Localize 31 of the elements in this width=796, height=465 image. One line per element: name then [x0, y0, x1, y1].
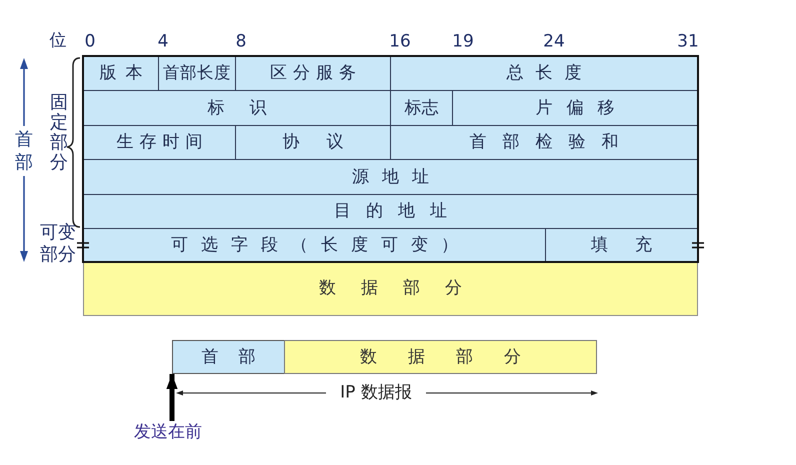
- header-box: 首部: [172, 340, 285, 374]
- side-label: 可变部分: [39, 222, 77, 266]
- bit-number: 16: [389, 34, 411, 50]
- bit-number: 31: [677, 34, 699, 50]
- field-box: 可选字段（长度可变）: [83, 228, 546, 262]
- bit-number: 4: [158, 34, 168, 50]
- dimension-label: 首部: [14, 128, 34, 174]
- bit-label: 位: [50, 32, 66, 50]
- field-box: 标识: [83, 90, 391, 126]
- field-box: 生存时间: [83, 125, 236, 160]
- field-box: 目的地址: [83, 194, 698, 229]
- field-box: 区分服务: [235, 56, 391, 91]
- arrow: [166, 374, 178, 421]
- dimension-label: IP 数据报: [340, 384, 412, 402]
- field-box: 首部检验和: [390, 125, 698, 160]
- bit-number: 24: [543, 34, 565, 50]
- brace-label: 固定部分: [49, 93, 69, 173]
- note-text: 发送在前: [128, 421, 208, 443]
- data-box: 数据部分: [83, 261, 698, 316]
- bit-number: 19: [452, 34, 474, 50]
- field-box: 片偏移: [452, 90, 698, 126]
- field-box: 填充: [545, 228, 698, 262]
- data-box: 数据部分: [284, 340, 597, 374]
- bit-number: 8: [236, 34, 246, 50]
- field-box: 源地址: [83, 159, 698, 195]
- field-box: 首部长度: [158, 56, 236, 91]
- field-box: 总长度: [390, 56, 698, 91]
- bit-number: 0: [84, 34, 96, 50]
- field-box: 版本: [83, 56, 159, 91]
- field-box: 标志: [390, 90, 453, 126]
- field-box: 协议: [235, 125, 391, 160]
